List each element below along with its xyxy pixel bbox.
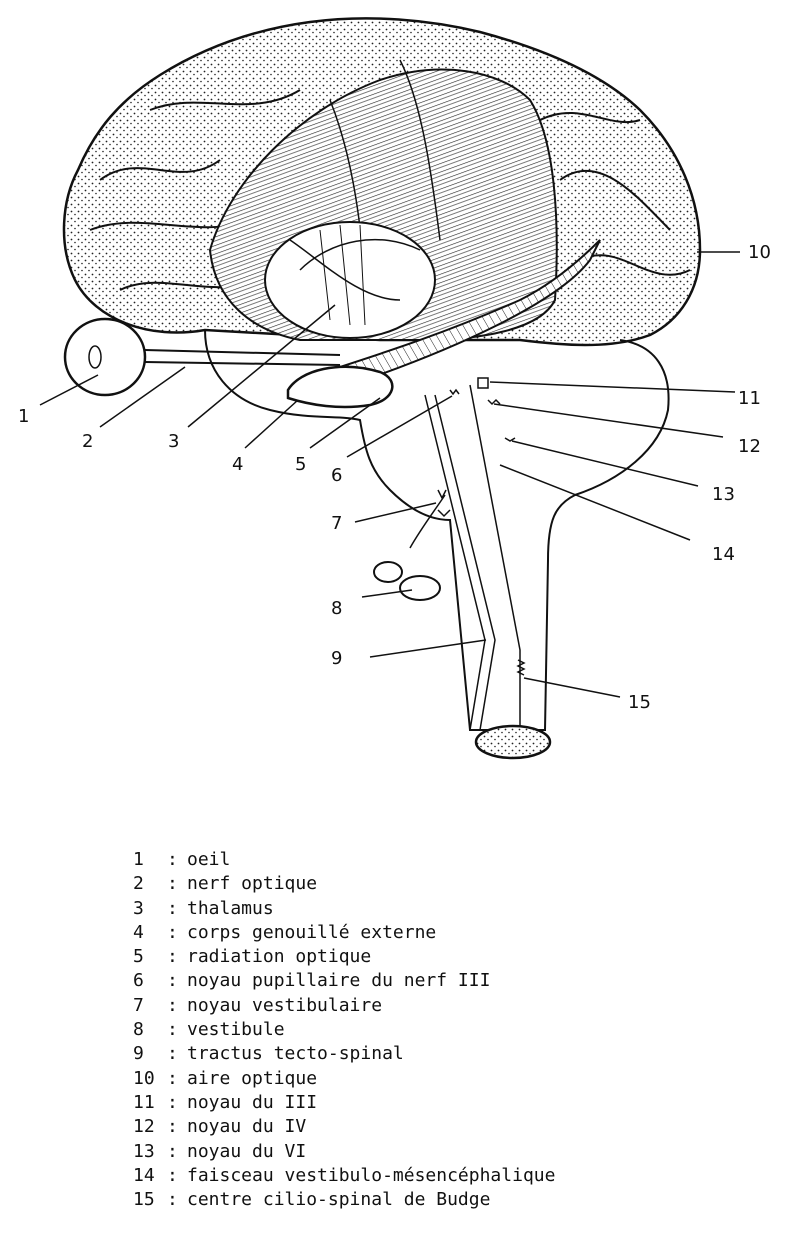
callout-7: 7: [331, 513, 342, 534]
legend-row-13: 13: noyau du VI: [133, 1140, 773, 1164]
legend-num: 14: [133, 1164, 155, 1186]
legend-num: 4: [133, 921, 144, 943]
callout-6: 6: [331, 465, 342, 486]
eye: [63, 317, 147, 397]
legend-separator: :: [167, 1019, 178, 1041]
legend-separator: :: [167, 873, 178, 895]
legend-num: 7: [133, 994, 144, 1016]
legend-text: centre cilio-spinal de Budge: [187, 1189, 491, 1211]
legend-row-2: 2: nerf optique: [133, 872, 773, 896]
callout-2: 2: [82, 431, 93, 452]
legend-text: thalamus: [187, 897, 274, 919]
legend-separator: :: [167, 1043, 178, 1065]
legend-separator: :: [167, 1140, 178, 1162]
legend-row-12: 12: noyau du IV: [133, 1115, 773, 1139]
callout-15: 15: [628, 692, 651, 713]
legend-row-5: 5: radiation optique: [133, 945, 773, 969]
legend-text: nerf optique: [187, 873, 318, 895]
callout-11: 11: [738, 388, 761, 409]
callout-lines: [39, 251, 740, 698]
callout-9: 9: [331, 648, 342, 669]
legend-text: radiation optique: [187, 946, 372, 968]
legend-num: 1: [133, 849, 144, 870]
legend-num: 11: [133, 1091, 155, 1113]
tecto-spinal-tract: [424, 384, 521, 731]
callout-numbers: 1 2 3 4 5 6 7 8 9 10 11 12 13 14 15: [18, 242, 771, 713]
nuclei: [437, 377, 526, 676]
legend-row-15: 15: centre cilio-spinal de Budge: [133, 1188, 773, 1212]
legend-text: noyau vestibulaire: [187, 994, 383, 1016]
legend-num: 5: [133, 946, 144, 968]
legend-separator: :: [167, 921, 178, 943]
legend-separator: :: [167, 1189, 178, 1211]
legend-separator: :: [167, 1116, 178, 1138]
legend-separator: :: [167, 1067, 178, 1089]
legend-text: aire optique: [187, 1067, 318, 1089]
legend-text: faisceau vestibulo-mésencéphalique: [187, 1164, 556, 1186]
callout-10: 10: [748, 242, 771, 263]
callout-12: 12: [738, 436, 761, 457]
callout-14: 14: [712, 544, 735, 565]
legend-row-3: 3: thalamus: [133, 897, 773, 921]
legend-row-1: 1: oeil: [133, 848, 773, 872]
callout-13: 13: [712, 484, 735, 505]
legend-text: tractus tecto-spinal: [187, 1043, 404, 1065]
legend-separator: :: [167, 994, 178, 1016]
legend-text: noyau pupillaire du nerf III: [187, 970, 491, 992]
legend-separator: :: [167, 849, 178, 870]
legend-text: noyau du VI: [187, 1140, 307, 1162]
legend-row-14: 14: faisceau vestibulo-mésencéphalique: [133, 1164, 773, 1188]
legend-row-6: 6: noyau pupillaire du nerf III: [133, 969, 773, 993]
legend-num: 12: [133, 1116, 155, 1138]
callout-1: 1: [18, 406, 29, 427]
legend-separator: :: [167, 1164, 178, 1186]
legend-row-7: 7: noyau vestibulaire: [133, 994, 773, 1018]
legend-text: vestibule: [187, 1019, 285, 1041]
thalamus-region: [264, 221, 436, 339]
legend-num: 9: [133, 1043, 144, 1065]
legend-separator: :: [167, 946, 178, 968]
legend-text: noyau du III: [187, 1091, 318, 1113]
brainstem-outline: [204, 329, 670, 731]
legend-num: 8: [133, 1019, 144, 1041]
legend-row-4: 4: corps genouillé externe: [133, 921, 773, 945]
optic-nerve: [144, 349, 341, 366]
legend-row-9: 9: tractus tecto-spinal: [133, 1042, 773, 1066]
legend-row-10: 10: aire optique: [133, 1067, 773, 1091]
legend-num: 6: [133, 970, 144, 992]
legend-separator: :: [167, 970, 178, 992]
callout-3: 3: [168, 431, 179, 452]
legend-text: noyau du IV: [187, 1116, 307, 1138]
legend-row-8: 8: vestibule: [133, 1018, 773, 1042]
legend-num: 15: [133, 1189, 155, 1211]
legend-separator: :: [167, 897, 178, 919]
legend-num: 13: [133, 1140, 155, 1162]
vestibule: [373, 494, 446, 601]
legend-num: 2: [133, 873, 144, 895]
legend-num: 10: [133, 1067, 155, 1089]
brain-diagram: 1 2 3 4 5 6 7 8 9 10 11 12 13 14 15: [18, 17, 771, 760]
legend-row-11: 11: noyau du III: [133, 1091, 773, 1115]
legend-num: 3: [133, 897, 144, 919]
callout-4: 4: [232, 454, 243, 475]
legend: 1: oeil 2: nerf optique 3: thalamus 4: corps…: [133, 848, 773, 1212]
callout-8: 8: [331, 598, 342, 619]
legend-separator: :: [167, 1091, 178, 1113]
callout-5: 5: [295, 454, 306, 475]
spinal-cord-section: [474, 724, 552, 760]
optic-radiation: [297, 239, 601, 397]
lateral-geniculate: [286, 365, 394, 409]
legend-text: oeil: [187, 849, 231, 870]
legend-text: corps genouillé externe: [187, 921, 437, 943]
